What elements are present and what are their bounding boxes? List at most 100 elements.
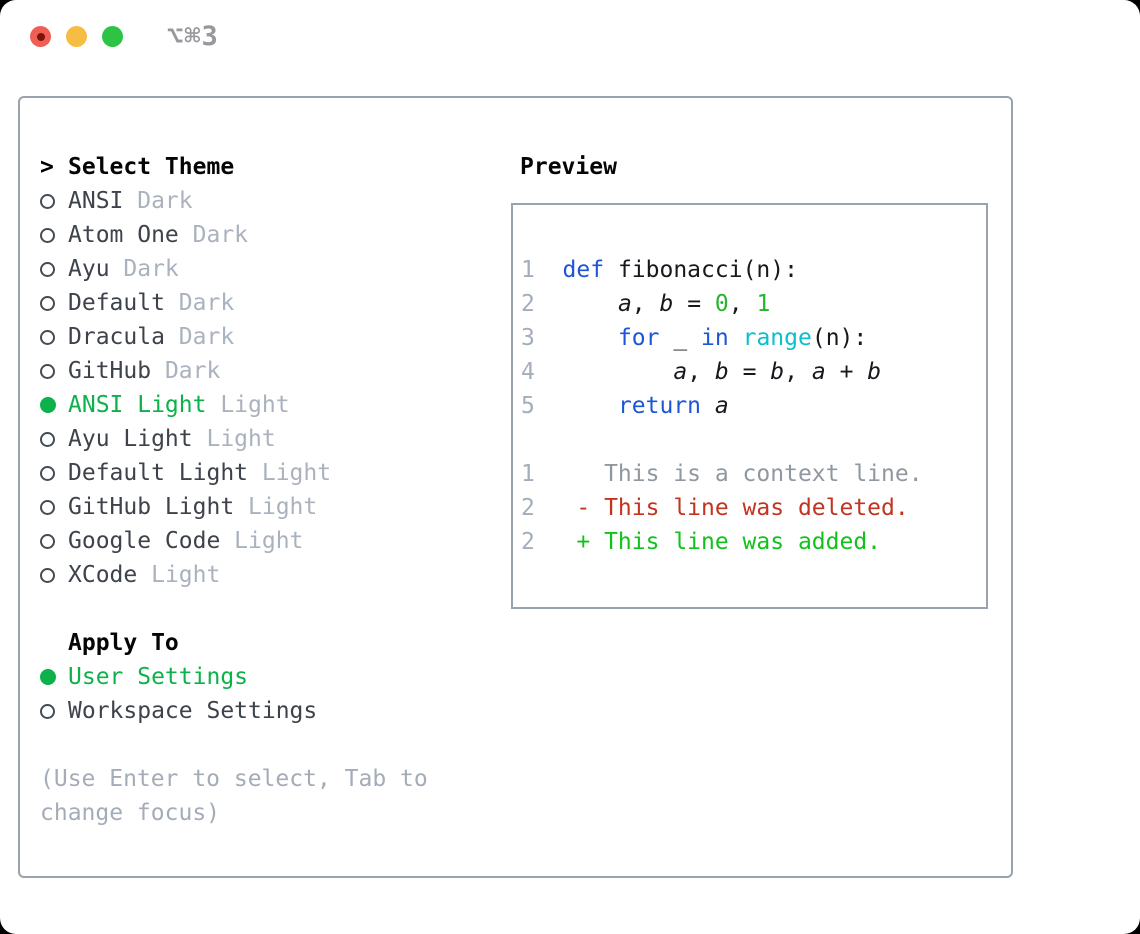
option-label: Dracula [68,324,165,350]
blank-line [521,423,986,457]
option-label: Ayu [68,256,110,282]
option-variant-tag: Dark [123,256,179,282]
help-text-line-2: change focus) [40,800,221,826]
diff-line: 2 + This line was added. [521,525,986,559]
diff-line: 1 This is a context line. [521,457,986,491]
radio-icon [40,193,68,209]
code-segment-pl [563,359,674,385]
code-segment-var: a [673,359,688,385]
radio-empty-circle [40,431,55,447]
theme-option-github[interactable]: GitHub Dark [40,354,428,388]
preview-title: Preview [520,154,617,180]
option-label: ANSI [68,188,124,214]
code-segment-kw: def [562,257,605,283]
line-number: 5 [521,393,535,419]
code-segment-var: b [659,291,674,317]
code-segment-var: b [867,359,882,385]
option-label: Default [68,290,165,316]
line-number: 4 [521,359,535,385]
theme-option-ayu[interactable]: Ayu Dark [40,252,428,286]
radio-icon [40,295,68,311]
radio-icon [40,499,68,515]
close-button[interactable] [30,26,51,47]
option-label: XCode [68,562,138,588]
minimize-button[interactable] [66,26,87,47]
code-segment-pl: , [631,291,660,317]
apply-option-user-settings[interactable]: User Settings [40,660,428,694]
option-label: Default Light [68,460,249,486]
code-line: 2 a, b = 0, 1 [521,287,986,321]
code-line: 3 for _ in range(n): [521,321,986,355]
maximize-button[interactable] [102,26,123,47]
radio-icon [40,567,68,583]
option-label: GitHub [68,358,152,384]
radio-filled-circle [40,669,56,685]
option-variant-tag: Light [261,460,332,486]
apply-to-header-row: Apply To [40,626,428,660]
code-segment-pl [701,393,715,419]
option-variant-tag: Dark [178,290,235,316]
help-text-line-1: (Use Enter to select, Tab to [40,766,428,792]
code-segment-kw: for [617,325,660,351]
radio-icon [40,703,68,719]
option-label: ANSI Light [68,392,207,418]
option-variant-tag: Light [206,426,276,452]
option-variant-tag: Dark [192,222,249,248]
radio-selected-icon [40,669,68,685]
code-segment-var: b [714,359,729,385]
code-segment-pl [563,393,618,419]
theme-option-default-light[interactable]: Default Light Light [40,456,428,490]
window-title: ⌥⌘3 [167,21,219,52]
code-segment-num: 0 [714,291,729,317]
apply-option-workspace-settings[interactable]: Workspace Settings [40,694,428,728]
radio-empty-circle [40,703,55,719]
code-segment-pl: = [728,359,771,385]
radio-icon [40,533,68,549]
code-segment-var: a [811,359,826,385]
radio-icon [40,363,68,379]
option-variant-tag: Light [248,494,318,520]
code-segment-pl: (n): [811,325,868,351]
code-segment-var: a [714,393,729,419]
code-line: 4 a, b = b, a + b [521,355,986,389]
option-label: Google Code [68,528,221,554]
line-number: 1 [521,257,535,283]
radio-empty-circle [40,465,55,481]
spacer [40,592,428,626]
radio-filled-circle [40,397,56,413]
radio-selected-icon [40,397,68,413]
code-segment-kw: return [617,393,702,419]
line-number: 2 [521,529,535,555]
theme-option-default[interactable]: Default Dark [40,286,428,320]
code-line: 5 return a [521,389,986,423]
option-variant-tag: Dark [164,358,221,384]
option-label: Workspace Settings [68,698,318,724]
code-segment-ctx: This is a context line. [562,461,923,487]
diff-preview: 1 This is a context line.2 - This line w… [521,457,986,559]
code-segment-pl: = [673,291,715,317]
code-segment-pl [563,325,618,351]
diff-line: 2 - This line was deleted. [521,491,986,525]
line-number: 2 [521,495,535,521]
code-segment-var: b [770,359,785,385]
radio-icon [40,329,68,345]
radio-empty-circle [40,227,55,243]
code-segment-add: + This line was added. [562,529,882,555]
code-segment-pl [729,325,743,351]
code-segment-del: - This line was deleted. [562,495,909,521]
radio-empty-circle [40,363,55,379]
